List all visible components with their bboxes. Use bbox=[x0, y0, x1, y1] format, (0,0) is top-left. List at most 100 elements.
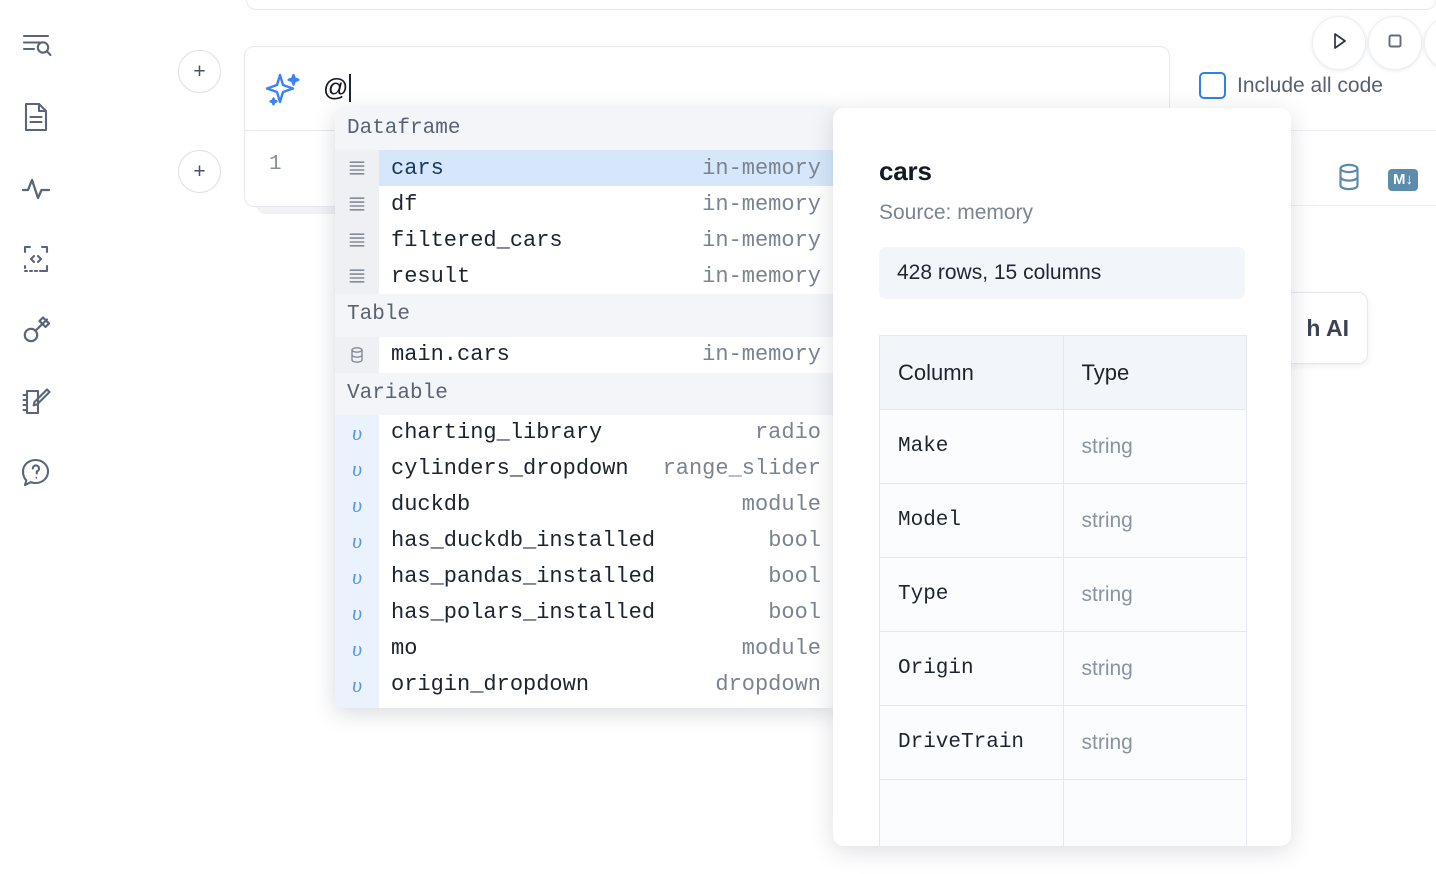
ai-prompt-input[interactable]: @ bbox=[321, 74, 1169, 103]
variable-glyph-icon: υ bbox=[335, 522, 379, 559]
database-icon[interactable] bbox=[1332, 160, 1366, 199]
code-brackets-icon bbox=[18, 241, 54, 277]
dataframe-rows-icon bbox=[335, 258, 379, 295]
autocomplete-group-header: Variable bbox=[335, 372, 835, 415]
variable-glyph-icon: υ bbox=[335, 558, 379, 595]
schema-column-type: string bbox=[1062, 705, 1247, 780]
variable-glyph-icon: υ bbox=[335, 630, 379, 667]
variable-glyph-icon: υ bbox=[335, 450, 379, 487]
code-line-number: 1 bbox=[269, 153, 282, 176]
autocomplete-item-body: charting_library radio bbox=[379, 415, 835, 451]
schema-column-name bbox=[879, 779, 1064, 846]
autocomplete-item-body: pdmodule bbox=[379, 703, 835, 708]
add-cell-below-button[interactable]: + bbox=[178, 150, 221, 193]
autocomplete-group-header: Table bbox=[335, 294, 835, 337]
key-icon bbox=[18, 312, 54, 348]
dataframe-rows-icon bbox=[335, 150, 379, 187]
cell-output-icons: M↓ bbox=[1332, 160, 1418, 199]
autocomplete-item-label: main.cars bbox=[391, 342, 510, 367]
stop-square-icon bbox=[1383, 29, 1407, 58]
sidebar-item-secrets[interactable] bbox=[12, 302, 60, 358]
autocomplete-item-meta: in-memory bbox=[702, 227, 821, 253]
autocomplete-item-label: filtered_cars bbox=[391, 227, 563, 253]
schema-table-header-row: Column Type bbox=[879, 335, 1247, 410]
dataframe-detail-panel: cars Source: memory 428 rows, 15 columns… bbox=[833, 108, 1291, 846]
sidebar-item-notebook[interactable] bbox=[12, 89, 60, 145]
list-search-icon bbox=[18, 28, 54, 64]
document-icon bbox=[18, 99, 54, 135]
detail-panel-source: Source: memory bbox=[879, 201, 1034, 224]
more-actions-button[interactable] bbox=[1424, 16, 1436, 70]
notebook-card-top-edge bbox=[246, 0, 1436, 10]
schema-column-type: string bbox=[1062, 631, 1247, 706]
autocomplete-item-meta: in-memory bbox=[702, 263, 821, 289]
include-all-code-row[interactable]: Include all code bbox=[1199, 72, 1383, 99]
autocomplete-item-label: charting_library bbox=[391, 420, 603, 446]
variable-glyph-icon: υ bbox=[335, 594, 379, 631]
autocomplete-item-meta: range_slider bbox=[662, 456, 821, 482]
include-all-code-checkbox[interactable] bbox=[1199, 72, 1226, 99]
autocomplete-item[interactable]: filtered_cars in-memory bbox=[335, 222, 835, 259]
variable-glyph-icon: υ bbox=[335, 486, 379, 523]
dataframe-rows-icon bbox=[335, 222, 379, 259]
autocomplete-item[interactable]: υ origin_dropdown dropdown bbox=[335, 666, 835, 703]
schema-column-name: Origin bbox=[879, 631, 1064, 706]
plus-icon: + bbox=[193, 60, 206, 83]
autocomplete-item[interactable]: υ cylinders_dropdown range_slider bbox=[335, 450, 835, 487]
markdown-badge[interactable]: M↓ bbox=[1388, 168, 1418, 191]
variable-glyph-icon: υ bbox=[335, 702, 379, 708]
autocomplete-item[interactable]: main.cars in-memory bbox=[335, 336, 835, 373]
play-icon bbox=[1327, 29, 1351, 58]
autocomplete-item-meta: in-memory bbox=[684, 155, 821, 181]
add-cell-above-button[interactable]: + bbox=[178, 50, 221, 93]
autocomplete-item-body: result in-memory bbox=[379, 258, 835, 294]
schema-column-name: DriveTrain bbox=[879, 705, 1064, 780]
autocomplete-item-label: cylinders_dropdown bbox=[391, 456, 629, 482]
sidebar-item-explore[interactable] bbox=[12, 18, 60, 74]
schema-column-type bbox=[1062, 779, 1247, 846]
sidebar-item-snippets[interactable] bbox=[12, 231, 60, 287]
database-icon bbox=[335, 336, 379, 373]
autocomplete-item[interactable]: υpdmodule bbox=[335, 702, 835, 708]
autocomplete-item-meta: dropdown bbox=[715, 672, 821, 698]
autocomplete-item-meta: in-memory bbox=[702, 342, 821, 367]
autocomplete-item[interactable]: result in-memory bbox=[335, 258, 835, 295]
sidebar-item-scratchpad[interactable] bbox=[12, 373, 60, 429]
question-chat-icon bbox=[18, 454, 54, 490]
run-button[interactable] bbox=[1312, 16, 1366, 70]
dataframe-rows-icon bbox=[335, 186, 379, 223]
include-all-code-label: Include all code bbox=[1237, 73, 1383, 97]
autocomplete-item-label: result bbox=[391, 263, 471, 289]
autocomplete-item-body: main.cars in-memory bbox=[379, 337, 835, 373]
autocomplete-item-meta: radio bbox=[754, 420, 821, 446]
activity-pulse-icon bbox=[18, 170, 54, 206]
notepad-pencil-icon bbox=[18, 383, 54, 419]
autocomplete-item-label: origin_dropdown bbox=[391, 672, 590, 698]
sidebar-item-runtime[interactable] bbox=[12, 160, 60, 216]
stop-button[interactable] bbox=[1368, 16, 1422, 70]
variable-glyph-icon: υ bbox=[335, 666, 379, 703]
sidebar-item-help[interactable] bbox=[12, 444, 60, 500]
autocomplete-item-body: cylinders_dropdown range_slider bbox=[379, 451, 835, 487]
